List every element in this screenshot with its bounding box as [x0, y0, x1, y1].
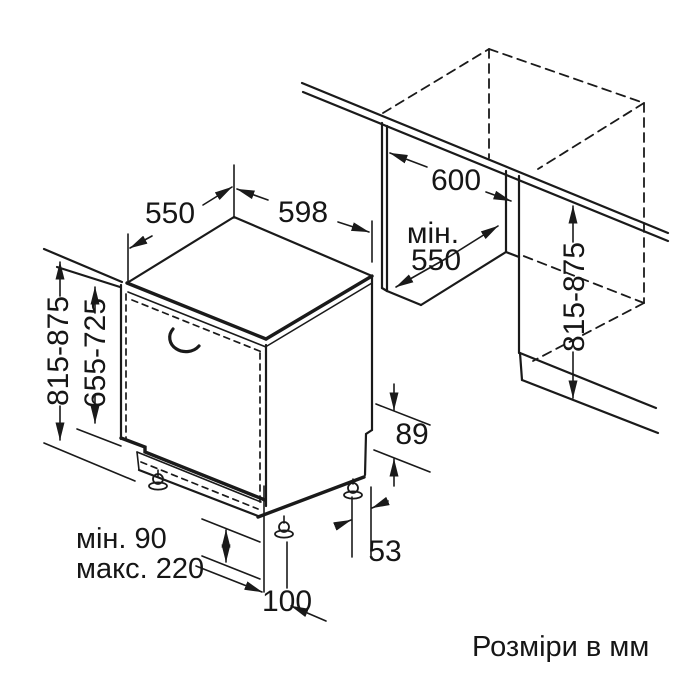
dim-right-height: 815-875 — [558, 205, 591, 399]
dim-rear-foot-offset: 53 — [333, 486, 402, 568]
dim-top-depth-label: 550 — [145, 197, 195, 230]
dim-front-foot-offset: 100 — [195, 485, 327, 622]
dim-top-depth: 550 — [129, 186, 233, 249]
dishwasher — [119, 215, 374, 519]
adjustable-foot-rear-right — [343, 478, 363, 500]
dim-right-height-label: 815-875 — [558, 242, 591, 352]
dishwasher-silhouette — [121, 217, 372, 517]
dim-niche-width: 600 — [389, 152, 512, 202]
dim-niche-depth: мін. 550 — [395, 217, 499, 288]
dim-front-foot-offset-label: 100 — [262, 585, 312, 618]
dim-door-panel-height: 655-725 — [79, 286, 112, 424]
dim-top-width: 598 — [236, 188, 370, 233]
niche-dashed-outline — [382, 48, 645, 362]
dim-niche-depth-min-label: мін. — [407, 217, 459, 250]
adjustable-feet — [148, 469, 363, 539]
dim-door-panel-height-label: 655-725 — [79, 298, 112, 408]
countertop — [300, 81, 670, 243]
niche-opening — [380, 121, 660, 435]
dim-plinth-max-label: макс. 220 — [76, 553, 204, 585]
countertop-left-segment — [42, 247, 124, 289]
dim-rear-step-label: 89 — [395, 418, 428, 451]
dim-left-height: 815-875 — [42, 261, 75, 441]
dim-top-width-label: 598 — [278, 196, 328, 229]
dim-rear-step: 89 — [373, 383, 431, 487]
dim-plinth-min-label: мін. 90 — [76, 523, 167, 555]
adjustable-foot-front-left — [148, 469, 168, 491]
adjustable-foot-front-right — [274, 515, 294, 539]
dimensions: 550 598 600 мін. 550 815-875 — [42, 152, 591, 622]
dim-niche-width-label: 600 — [431, 164, 481, 197]
units-note: Розміри в мм — [472, 631, 649, 663]
dim-left-height-label: 815-875 — [42, 296, 75, 406]
door-handle-icon — [168, 327, 201, 354]
dim-plinth-height: мін. 90 макс. 220 — [76, 518, 261, 585]
dim-rear-foot-offset-label: 53 — [368, 535, 401, 568]
dim-niche-depth-min-value: 550 — [411, 244, 461, 277]
